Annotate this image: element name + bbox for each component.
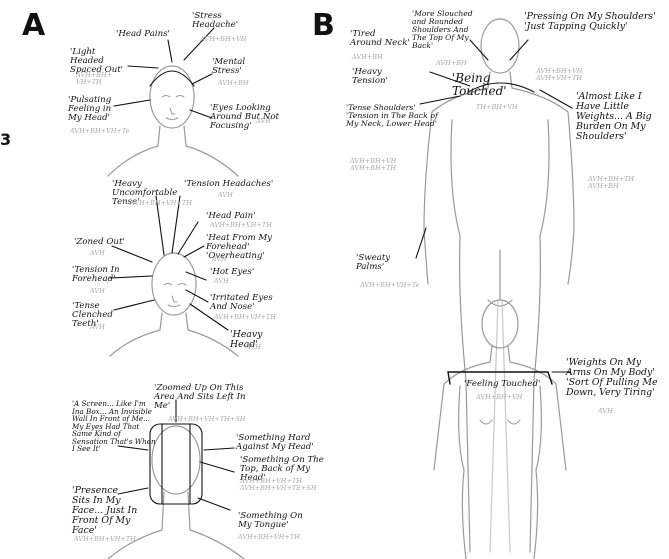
code-tension-forehead: AVH — [90, 288, 120, 295]
side-number: 3 — [0, 130, 11, 149]
label-little-weights: 'Almost Like I Have Little Weights... A … — [576, 92, 660, 141]
label-feeling-touched: 'Feeling Touched' — [464, 380, 544, 389]
label-pressing: 'Pressing On My Shoulders' 'Just Tapping… — [524, 12, 656, 32]
code-head-pain: AVH+BH+VH+TH — [210, 222, 276, 229]
code-being-touched: TH+BH+VH — [476, 104, 526, 111]
code-stress-headache: AVH+BH+VH — [200, 36, 260, 43]
label-tired-neck: 'Tired Around Neck' — [350, 30, 410, 48]
code-mental-stress: AVH+BH — [218, 80, 258, 87]
label-tension-headaches: 'Tension Headaches' — [184, 180, 280, 189]
label-head-pains: 'Head Pains' — [116, 30, 176, 39]
label-heavy-tension: 'Heavy Tension' — [352, 68, 412, 86]
code-eyes-looking: AVH — [256, 118, 280, 125]
label-irritated-eyes: 'Irritated Eyes And Nose' — [210, 294, 276, 312]
code-heavy-head: AVH — [246, 344, 276, 351]
code-hot-eyes: AVH — [214, 278, 244, 285]
label-zoomed-up: 'Zoomed Up On This Area And Sits Left In… — [154, 384, 252, 411]
code-presence: AVH+BH+VH+TH — [74, 536, 140, 543]
code-tongue: AVH+BH+VH+TH — [238, 534, 304, 541]
label-tension-forehead: 'Tension In Forehead' — [72, 266, 126, 284]
label-tense-shoulders: 'Tense Shoulders' 'Tension in The Back o… — [346, 104, 442, 129]
code-feeling-touched: AVH+BH+VH — [476, 394, 536, 401]
code-pulsating: AVH+BH+VH+Te — [70, 128, 134, 135]
code-heat: AVH — [212, 256, 242, 263]
label-weights-arms: 'Weights On My Arms On My Body' 'Sort Of… — [566, 358, 666, 398]
code-irritated-eyes: AVH+BH+VH+TH — [214, 314, 280, 321]
label-something-hard: 'Something Hard Against My Head' — [236, 434, 326, 452]
code-zoned-out: AVH — [90, 250, 120, 257]
code-tension-headaches: AVH — [218, 192, 248, 199]
code-tired-neck: AVH+BH — [352, 54, 392, 61]
code-zoomed-up: AVH+BH+VH+TH+SH — [168, 416, 248, 423]
label-tongue: 'Something On My Tongue' — [238, 512, 304, 530]
code-pressing: AVH+BH+VH AVH+VH+TH — [536, 68, 616, 83]
label-stress-headache: 'Stress Headache' — [192, 12, 268, 30]
code-tense-shoulders: AVH+BH+VH AVH+BH+TH — [350, 158, 410, 173]
code-tense-teeth: AVH — [90, 324, 120, 331]
label-mental-stress: 'Mental Stress' — [212, 58, 260, 76]
label-hot-eyes: 'Hot Eyes' — [210, 268, 266, 277]
label-head-pain: 'Head Pain' — [206, 212, 266, 221]
code-little-weights: AVH+BH+TH AVH+BH — [588, 176, 648, 191]
code-something: AVH+BH+VH+TH AVH+BH+VH+TE+SH — [240, 478, 330, 493]
label-presence: 'Presence Sits In My Face... Just In Fro… — [72, 486, 138, 535]
label-sweaty-palms: 'Sweaty Palms' — [356, 254, 406, 272]
panel-letter-b: B — [312, 8, 335, 43]
code-slouched: AVH+BH — [436, 60, 476, 67]
label-slouched: 'More Slouched and Rounded Shoulders And… — [412, 10, 484, 50]
panel-letter-a: A — [22, 8, 45, 43]
label-being-touched: 'Being Touched' — [452, 72, 512, 97]
code-light-headed: AVH+BH+ VH+TH — [76, 72, 122, 87]
code-sweaty-palms: AVH+BH+VH+Te — [360, 282, 440, 289]
code-heavy-uncomfortable: AVH+BH+VH+TH — [130, 200, 196, 207]
label-pulsating: 'Pulsating Feeling in My Head' — [68, 96, 118, 123]
label-screen: 'A Screen... Like I'm Ina Box... An Invi… — [72, 400, 156, 453]
code-weights-arms: AVH — [598, 408, 628, 415]
label-zoned-out: 'Zoned Out' — [74, 238, 134, 247]
figure-b2 — [434, 300, 566, 559]
